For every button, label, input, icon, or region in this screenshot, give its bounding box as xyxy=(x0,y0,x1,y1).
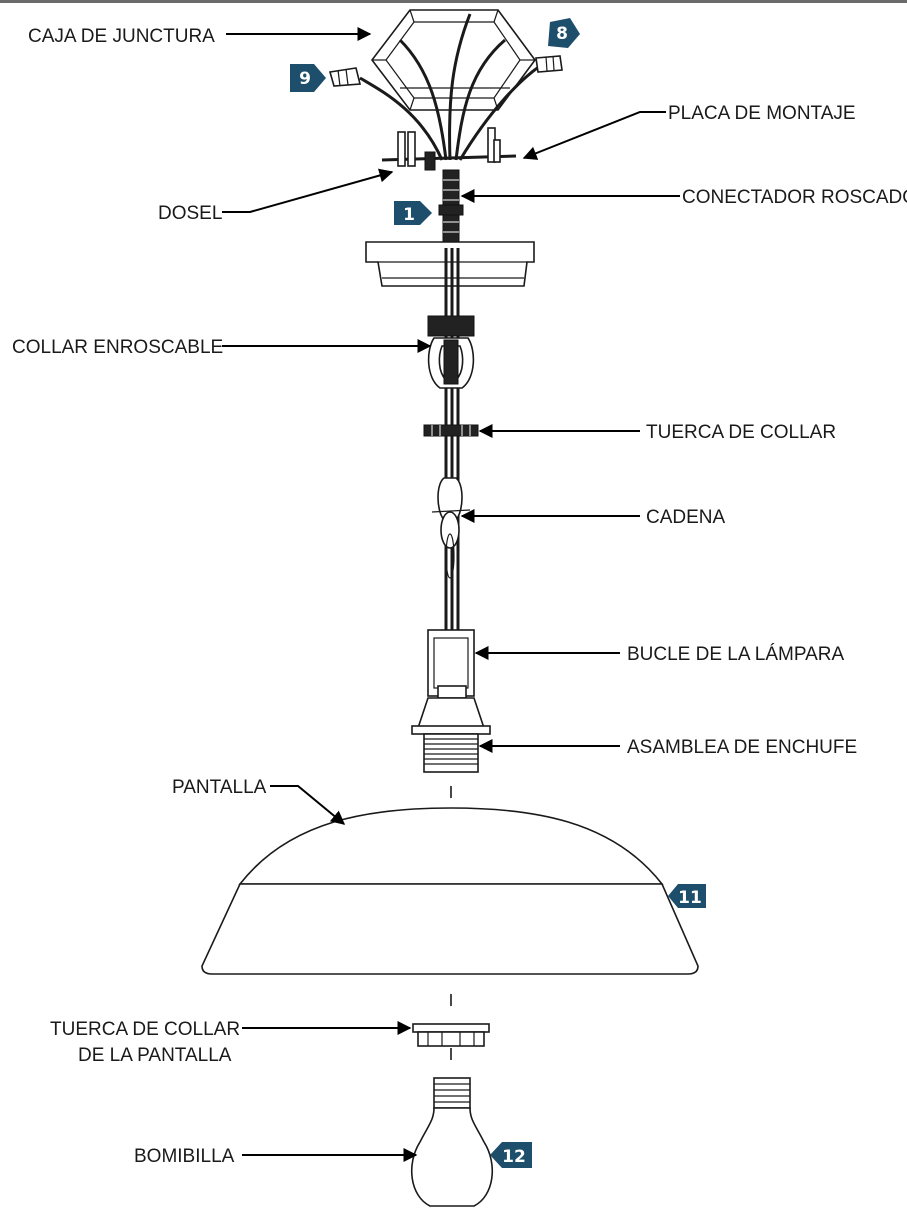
label-socket-assembly: ASAMBLEA DE ENCHUFE xyxy=(627,737,857,758)
label-shade: PANTALLA xyxy=(172,777,267,798)
step-badge-9: 9 xyxy=(290,64,326,92)
threaded-collar xyxy=(427,315,475,389)
shade xyxy=(201,807,699,975)
junction-box xyxy=(359,9,541,161)
label-shade-collar-nut-line1: TUERCA DE COLLAR xyxy=(50,1019,240,1040)
step-badge-11: 11 xyxy=(668,884,706,908)
light-bulb xyxy=(411,1077,493,1207)
wire-nut-left xyxy=(328,67,362,87)
shade-collar-nut xyxy=(412,1023,490,1047)
canopy xyxy=(365,241,535,287)
top-rule xyxy=(0,0,907,3)
step-badge-8: 8 xyxy=(548,18,580,48)
socket-assembly xyxy=(411,697,491,773)
label-shade-collar-nut-line2: DE LA PANTALLA xyxy=(78,1045,232,1066)
label-canopy: DOSEL xyxy=(158,203,222,224)
svg-text:11: 11 xyxy=(678,888,702,908)
svg-text:12: 12 xyxy=(502,1147,526,1167)
collar-nut xyxy=(423,424,479,437)
mounting-plate xyxy=(381,127,517,171)
leader-canopy xyxy=(222,168,394,213)
leader-mounting-plate xyxy=(522,111,666,160)
label-bulb: BOMIBILLA xyxy=(134,1146,235,1167)
label-threaded-collar: COLLAR ENROSCABLE xyxy=(12,337,223,358)
leader-lines xyxy=(222,27,680,1162)
chain xyxy=(431,477,471,579)
label-mounting-plate: PLACA DE MONTAJE xyxy=(668,103,856,124)
svg-text:1: 1 xyxy=(403,205,415,225)
threaded-connector xyxy=(438,169,464,249)
lamp-loop xyxy=(427,629,475,699)
leader-shade xyxy=(270,785,346,825)
label-junction-box: CAJA DE JUNCTURA xyxy=(28,26,215,47)
step-badge-1: 1 xyxy=(394,201,432,225)
label-lamp-loop: BUCLE DE LA LÁMPARA xyxy=(627,644,845,665)
step-badge-12: 12 xyxy=(490,1142,532,1168)
wire-nut-right xyxy=(535,55,563,73)
label-threaded-connector: CONECTADOR ROSCADO xyxy=(682,187,907,208)
label-chain: CADENA xyxy=(646,507,726,528)
label-collar-nut: TUERCA DE COLLAR xyxy=(646,422,836,443)
svg-text:9: 9 xyxy=(299,69,311,89)
svg-text:8: 8 xyxy=(556,24,568,44)
